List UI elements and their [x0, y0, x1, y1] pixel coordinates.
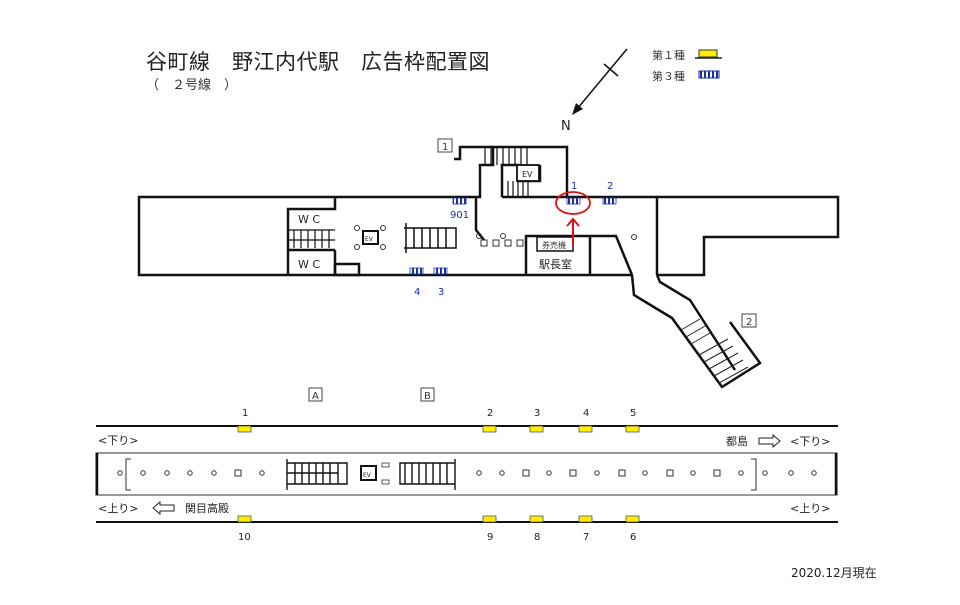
ad-type1-9 — [482, 515, 497, 523]
concourse-stairs-icon — [404, 223, 457, 253]
ad-top-label-4: 4 — [583, 408, 589, 419]
legend-type1-icon — [695, 49, 722, 59]
ad-top-label-5: 5 — [630, 408, 636, 419]
ad-bottom-label-8: 8 — [534, 532, 540, 543]
ad-type1-7 — [578, 515, 593, 523]
ad-label-901: 901 — [450, 210, 469, 221]
page-title: 谷町線 野江内代駅 広告枠配置図 — [146, 50, 490, 74]
stair-b-marker — [420, 387, 435, 402]
ad-type3-4 — [409, 267, 424, 275]
north-label: N — [561, 119, 571, 134]
ad-type1-2 — [482, 425, 497, 433]
highlight-arrow-icon — [566, 217, 580, 245]
legend-label-type3: 第３種 — [652, 70, 685, 83]
platform-ads-top — [237, 425, 640, 433]
exit-2-label: 2 — [746, 317, 752, 328]
arrow-right-icon — [758, 433, 781, 449]
date-stamp: 2020.12月現在 — [791, 566, 877, 580]
exit-2-marker — [741, 313, 757, 328]
platform-features — [117, 458, 817, 491]
ad-type3-2 — [602, 197, 617, 205]
ad-type1-3 — [529, 425, 544, 433]
ad-label-1: 1 — [571, 181, 577, 192]
highlight-circle — [555, 191, 591, 215]
ad-type1-4 — [578, 425, 593, 433]
stair-b-label: B — [424, 391, 431, 402]
line-subtitle: （ ２号線 ） — [146, 78, 238, 93]
platform-ads-bottom — [237, 515, 640, 523]
ad-type3-3 — [433, 267, 448, 275]
ad-type1-5 — [625, 425, 640, 433]
platform-stair-a-icon — [286, 459, 348, 490]
ad-label-3: 3 — [438, 287, 444, 298]
up-label-left: <上り> — [98, 502, 138, 515]
down-label-right: <下り> — [790, 435, 830, 448]
ad-top-label-1: 1 — [242, 408, 248, 419]
ad-type1-10 — [237, 515, 252, 523]
ad-bottom-label-6: 6 — [630, 532, 636, 543]
legend-label-type1: 第１種 — [652, 49, 685, 62]
platform-island — [95, 452, 838, 496]
up-destination: 関目高殿 — [185, 501, 229, 515]
ad-type3-901 — [452, 197, 467, 205]
exit1-stairs-icon — [484, 147, 529, 197]
wc-upper-label: W C — [298, 213, 320, 226]
exit2-stairs-icon — [680, 318, 749, 384]
ad-type1-6 — [625, 515, 640, 523]
ad-top-label-2: 2 — [487, 408, 493, 419]
exit-1-label: 1 — [442, 142, 448, 153]
ad-bottom-label-10: 10 — [238, 532, 251, 543]
legend-type3-icon — [698, 70, 720, 79]
ad-type3-1 — [566, 197, 581, 205]
wc-lower-label: W C — [298, 258, 320, 271]
exit-1-marker — [437, 138, 453, 153]
ad-type1-1 — [237, 425, 252, 433]
concourse-outline — [137, 145, 840, 389]
down-label-left: <下り> — [98, 434, 138, 447]
up-label-right: <上り> — [790, 502, 830, 515]
ad-label-4: 4 — [414, 287, 420, 298]
wc-stairs-icon — [288, 229, 335, 248]
ticket-gates — [476, 233, 637, 247]
platform-ev-label: EV — [363, 472, 372, 479]
station-master-label: 駅長室 — [539, 257, 572, 271]
arrow-left-icon — [152, 500, 175, 516]
north-arrow-icon — [572, 48, 628, 115]
down-destination: 都島 — [726, 434, 748, 448]
ev-top-label: EV — [522, 170, 533, 179]
ad-bottom-label-7: 7 — [583, 532, 589, 543]
stair-a-label: A — [312, 391, 319, 402]
ad-type1-8 — [529, 515, 544, 523]
elevator-top — [516, 164, 540, 182]
ad-bottom-label-9: 9 — [487, 532, 493, 543]
ad-label-2: 2 — [607, 181, 613, 192]
platform-elevator — [360, 465, 377, 481]
stair-a-marker — [308, 387, 323, 402]
ev-center-label: EV — [365, 236, 374, 243]
platform-stair-b-icon — [399, 459, 456, 490]
elevator-center — [354, 225, 386, 250]
ad-top-label-3: 3 — [534, 408, 540, 419]
ticket-machine-label: 券売機 — [542, 240, 566, 250]
